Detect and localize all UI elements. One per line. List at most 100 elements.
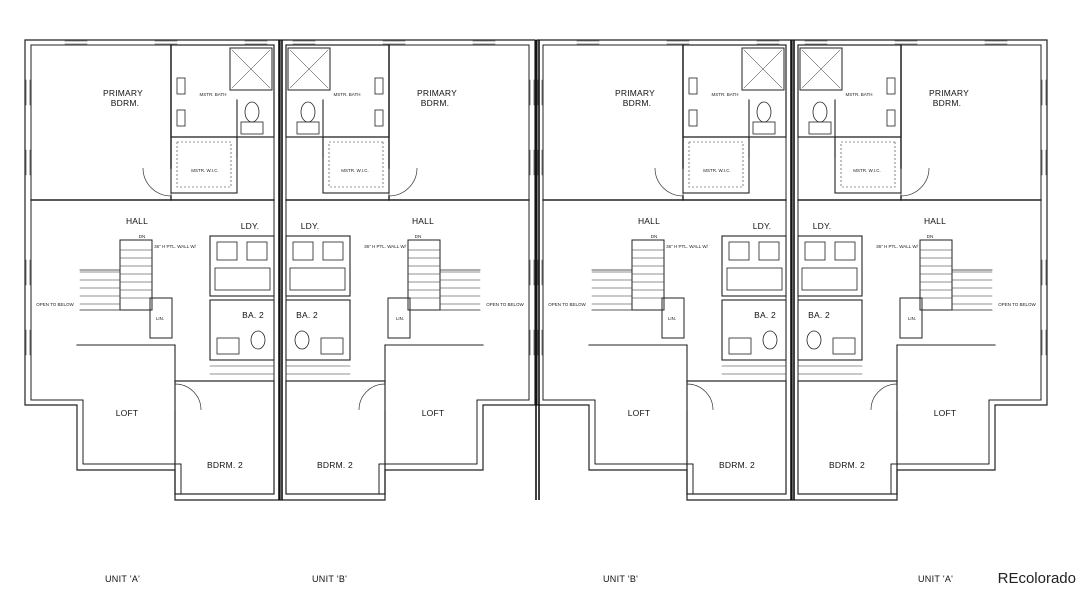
recolorado-watermark: REcolorado [997, 570, 1076, 587]
dryer [292, 241, 314, 261]
tub [214, 267, 271, 291]
sink [688, 109, 698, 127]
toilet-bowl [244, 101, 260, 123]
loft-label: LOFT [422, 408, 445, 418]
mstr-wic-label: MSTR. W.I.C. [191, 168, 219, 173]
bdrm-2 [174, 380, 275, 495]
mstr-wic [322, 136, 390, 194]
stair [407, 239, 441, 311]
bath-2 [797, 299, 863, 361]
sink [374, 77, 384, 95]
washer [834, 241, 856, 261]
mstr-wic-label: MSTR. W.I.C. [853, 168, 881, 173]
shower-x [231, 49, 271, 89]
mstr-bath [170, 44, 275, 138]
bath2-toilet [806, 330, 822, 350]
hall-label: HALL [638, 216, 660, 226]
laundry [285, 235, 351, 297]
mstr-wic-label: MSTR. W.I.C. [703, 168, 731, 173]
open-to-below-label: OPEN TO BELOW [548, 302, 586, 307]
washer [322, 241, 344, 261]
stair [919, 239, 953, 311]
primary-bdrm-label-2: BDRM. [111, 98, 139, 108]
bath2-sink [320, 337, 344, 355]
mstr-bath [682, 44, 787, 138]
mstr-bath-label: MSTR. BATH [712, 92, 739, 97]
bath2-label: BA. 2 [754, 310, 776, 320]
primary-bdrm-label: PRIMARY [929, 88, 969, 98]
dryer [804, 241, 826, 261]
loft-label: LOFT [116, 408, 139, 418]
laundry-label: LDY. [813, 221, 832, 231]
stair-down-label: DN [927, 234, 934, 239]
linen-closet [149, 297, 173, 339]
mstr-wic [170, 136, 238, 194]
primary-bdrm-label: PRIMARY [103, 88, 143, 98]
bath2-toilet [762, 330, 778, 350]
wic-shelf [176, 141, 232, 188]
tub [726, 267, 783, 291]
sink [176, 109, 186, 127]
linen-label: LIN. [396, 316, 404, 321]
stair-down-label: DN [139, 234, 146, 239]
ceiling-note: 36" H PTL. WALL W/ [154, 244, 197, 249]
sink [688, 77, 698, 95]
linen-label: LIN. [668, 316, 676, 321]
shower-x [743, 49, 783, 89]
bdrm-2 [797, 380, 898, 495]
sink [886, 109, 896, 127]
mstr-bath [797, 44, 902, 138]
tub [289, 267, 346, 291]
exterior-wall-inner [30, 44, 275, 495]
toilet-bowl [812, 101, 828, 123]
linen-closet [387, 297, 411, 339]
wic-shelf [328, 141, 384, 188]
linen-closet [661, 297, 685, 339]
washer [216, 241, 238, 261]
loft-label: LOFT [934, 408, 957, 418]
unit-label-1: UNIT 'A' [105, 574, 141, 584]
loft-label: LOFT [628, 408, 651, 418]
linen-label: LIN. [908, 316, 916, 321]
bdrm2-door-swing [686, 383, 714, 411]
toilet-bowl [300, 101, 316, 123]
sink [886, 77, 896, 95]
bdrm2-label: BDRM. 2 [829, 460, 865, 470]
mstr-bath-label: MSTR. BATH [846, 92, 873, 97]
bdrm2-door-swing [870, 383, 898, 411]
bdrm2-door-swing [174, 383, 202, 411]
sink [374, 109, 384, 127]
bath2-toilet [250, 330, 266, 350]
stair-down-label: DN [415, 234, 422, 239]
stair [631, 239, 665, 311]
exterior-wall-inner [542, 44, 787, 495]
tub [801, 267, 858, 291]
bath2-sink [216, 337, 240, 355]
toilet-tank [240, 121, 264, 135]
bath2-label: BA. 2 [808, 310, 830, 320]
hall-label: HALL [412, 216, 434, 226]
ceiling-note: 36" H PTL. WALL W/ [876, 244, 919, 249]
bath2-sink [832, 337, 856, 355]
bdrm2-label: BDRM. 2 [207, 460, 243, 470]
primary-bdrm-label-2: BDRM. [933, 98, 961, 108]
open-to-below-label: OPEN TO BELOW [36, 302, 74, 307]
laundry [209, 235, 275, 297]
exterior-wall-inner [797, 44, 1042, 495]
unit-label-2: UNIT 'B' [312, 574, 348, 584]
bath-2 [209, 299, 275, 361]
primary-door-swing [900, 167, 930, 197]
open-to-below-label: OPEN TO BELOW [486, 302, 524, 307]
shower-x [801, 49, 841, 89]
shower [741, 47, 785, 91]
dryer [246, 241, 268, 261]
hall-label: HALL [924, 216, 946, 226]
primary-bdrm-label-2: BDRM. [623, 98, 651, 108]
toilet-tank [296, 121, 320, 135]
shower [287, 47, 331, 91]
linen-label: LIN. [156, 316, 164, 321]
